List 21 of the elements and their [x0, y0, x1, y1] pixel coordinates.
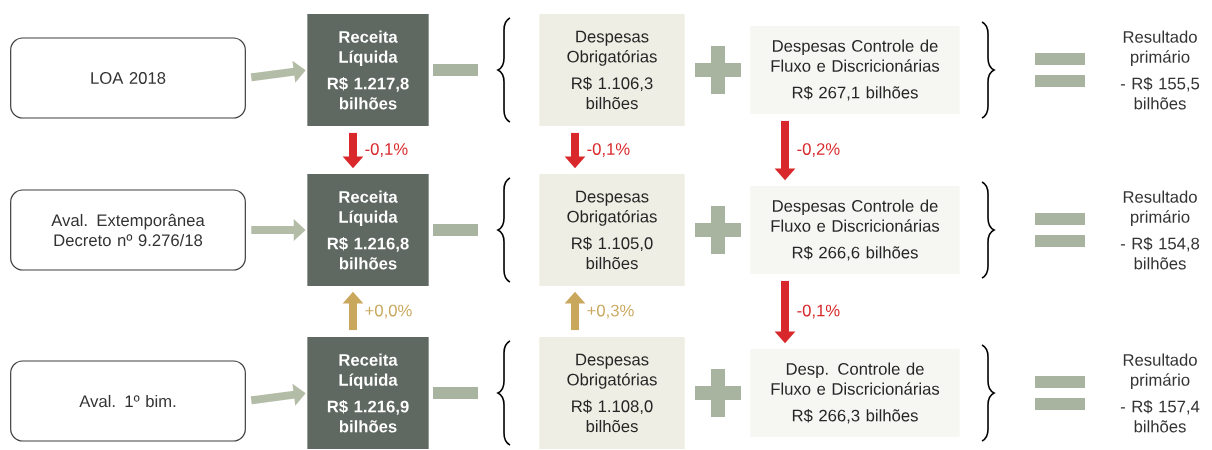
result-text: Resultado primário - R$ 155,5 bilhões: [1120, 30, 1200, 110]
result-text: Resultado primário - R$ 154,8 bilhões: [1120, 190, 1200, 270]
edge-label: -0,2%: [795, 141, 842, 159]
revenue-box: Receita Líquida R$ 1.217,8 bilhões: [307, 14, 429, 126]
expense-box: Despesas Controle de Fluxo e Discricionárias R$ 267,1 bilhões: [750, 26, 960, 114]
result-text: Resultado primário - R$ 157,4 bilhões: [1120, 353, 1200, 433]
revenue-box: Receita Líquida R$ 1.216,8 bilhões: [307, 174, 429, 286]
expense-box: Desp. Controle de Fluxo e Discricionárias R$ 266,3 bilhões: [750, 349, 960, 437]
edge-label: +0,0%: [363, 303, 414, 320]
expense-box: Despesas Obrigatórias R$ 1.106,3 bilhões: [539, 14, 685, 126]
edge-label: +0,3%: [585, 303, 636, 320]
expense-box: Despesas Obrigatórias R$ 1.105,0 bilhões: [539, 174, 685, 286]
scenario-box: Aval. Extemporânea Decreto nº 9.276/18: [10, 189, 246, 271]
edge-label: -0,1%: [795, 303, 842, 320]
edge-label: -0,1%: [585, 141, 632, 159]
scenario-box: Aval. 1º bim.: [10, 360, 246, 442]
revenue-box: Receita Líquida R$ 1.216,9 bilhões: [307, 337, 429, 449]
edge-label: -0,1%: [363, 141, 410, 159]
expense-box: Despesas Controle de Fluxo e Discricionárias R$ 266,6 bilhões: [750, 186, 960, 274]
expense-box: Despesas Obrigatórias R$ 1.108,0 bilhões: [539, 337, 685, 449]
scenario-box: LOA 2018: [10, 37, 246, 119]
